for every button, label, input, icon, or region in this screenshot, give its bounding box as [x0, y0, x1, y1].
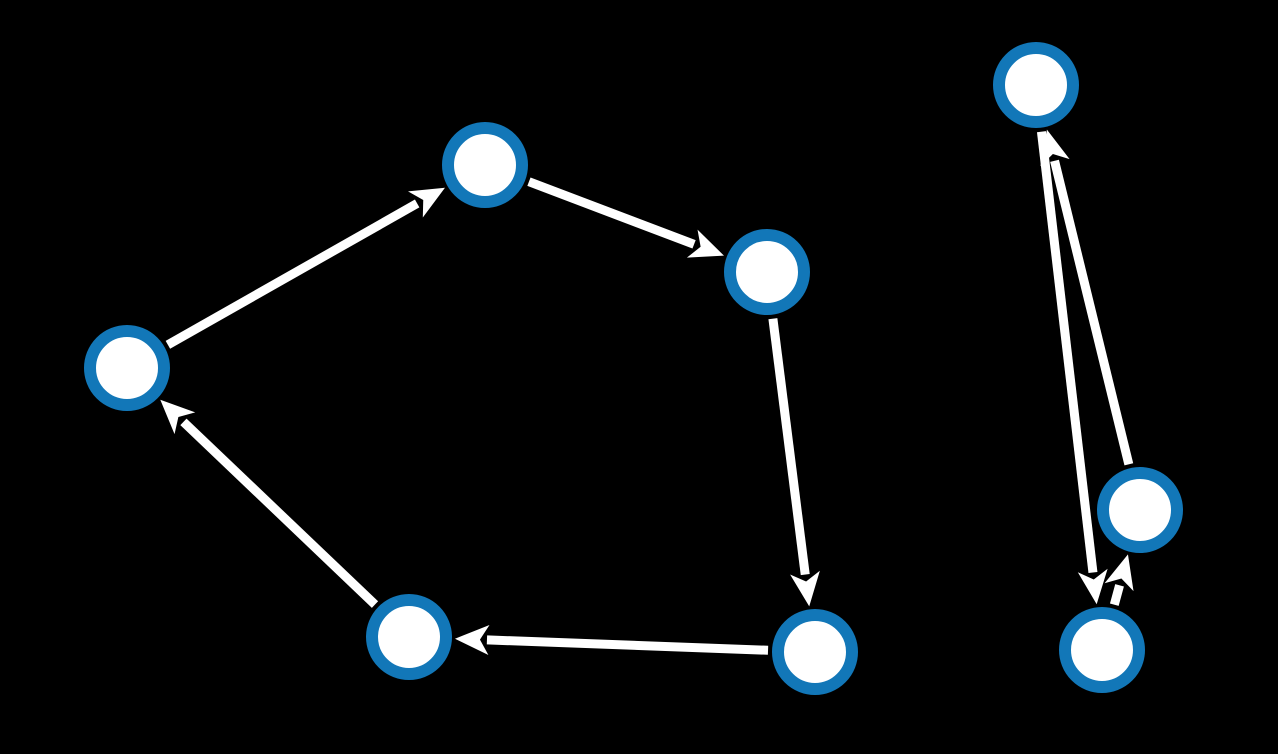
graph-node-n1[interactable]: [84, 325, 170, 411]
arrowhead-icon: [160, 399, 196, 435]
arrowhead-icon: [454, 624, 490, 655]
graph-node-n6[interactable]: [993, 42, 1079, 128]
node-circle-icon: [1097, 467, 1183, 553]
edge-n1-to-n2[interactable]: [165, 187, 445, 349]
edge-line: [1036, 131, 1098, 574]
graph-node-n7[interactable]: [1059, 607, 1145, 693]
edge-n7-to-n8[interactable]: [1104, 554, 1134, 606]
edges-layer: [160, 129, 1134, 655]
edge-line: [165, 199, 420, 349]
arrowhead-icon: [1040, 129, 1070, 167]
graph-node-n3[interactable]: [724, 229, 810, 315]
node-circle-icon: [772, 609, 858, 695]
node-circle-icon: [993, 42, 1079, 128]
edge-line: [1109, 584, 1124, 606]
arrowhead-icon: [686, 229, 724, 258]
edge-n4-to-n5[interactable]: [454, 624, 769, 655]
node-circle-icon: [1059, 607, 1145, 693]
arrowhead-icon: [790, 570, 820, 607]
arrowhead-icon: [1104, 554, 1134, 592]
graph-node-n4[interactable]: [772, 609, 858, 695]
edge-n3-to-n4[interactable]: [768, 318, 820, 607]
arrowhead-icon: [408, 187, 445, 218]
edge-line: [486, 635, 769, 655]
edge-line: [1050, 159, 1134, 466]
nodes-layer: [84, 42, 1183, 695]
graph-node-n8[interactable]: [1097, 467, 1183, 553]
edge-line: [527, 177, 696, 249]
graph-node-n2[interactable]: [442, 122, 528, 208]
edge-n2-to-n3[interactable]: [527, 177, 724, 258]
edge-n6-to-n7[interactable]: [1036, 131, 1108, 605]
node-circle-icon: [724, 229, 810, 315]
node-circle-icon: [84, 325, 170, 411]
node-circle-icon: [366, 594, 452, 680]
arrowhead-icon: [1077, 568, 1108, 605]
graph-node-n5[interactable]: [366, 594, 452, 680]
edge-n8-to-n6[interactable]: [1040, 129, 1134, 466]
edge-line: [768, 318, 810, 576]
node-circle-icon: [442, 122, 528, 208]
edge-n5-to-n1[interactable]: [160, 399, 379, 608]
edge-line: [180, 418, 379, 608]
